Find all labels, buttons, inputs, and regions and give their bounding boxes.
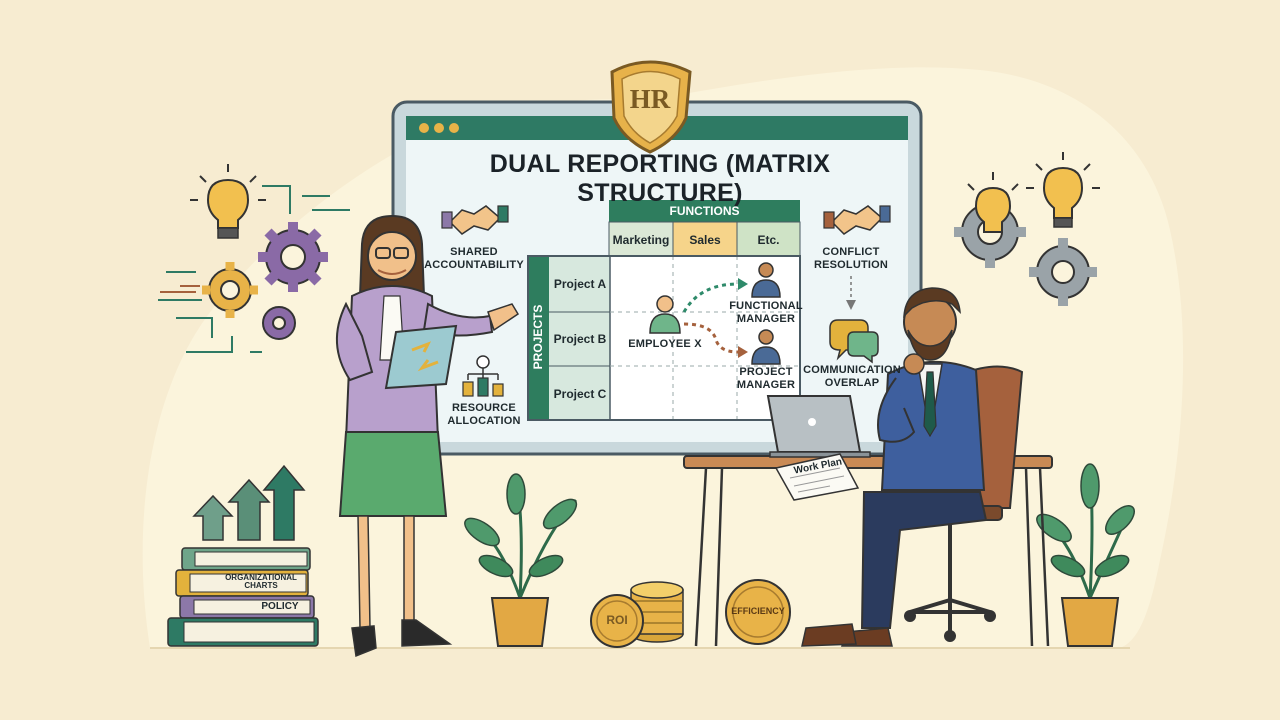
growth-arrows-icon	[192, 464, 306, 541]
project-a-label: Project A	[553, 277, 607, 291]
lightbulb-icon	[967, 172, 1019, 233]
roi-coin-icon	[590, 594, 644, 648]
resource-allocation-icon	[462, 355, 504, 397]
function-etc: Etc.	[757, 233, 780, 247]
efficiency-coin-label: EFFICIENCY	[731, 606, 785, 616]
project-b-label: Project B	[553, 332, 607, 346]
function-marketing: Marketing	[612, 233, 670, 247]
project-arrowhead-icon	[738, 346, 748, 358]
gear-icon	[262, 306, 296, 340]
slide-title: DUAL REPORTING (MATRIX STRUCTURE)	[489, 150, 831, 207]
laptop-icon	[766, 395, 871, 458]
window-dot-icon	[419, 123, 429, 133]
window-dot-icon	[449, 123, 459, 133]
functional-arrow	[682, 282, 739, 313]
communication-overlap-label: COMMUNICATION OVERLAP	[803, 364, 901, 389]
function-sales: Sales	[689, 233, 721, 247]
book-policy-label: POLICY	[261, 601, 299, 612]
work-plan-document-icon	[774, 453, 860, 501]
resource-allocation-label: RESOURCE ALLOCATION	[447, 402, 521, 427]
project-c-label: Project C	[553, 387, 607, 401]
plant-icon	[464, 473, 578, 647]
book-stack	[167, 547, 319, 647]
project-arrow	[683, 322, 739, 354]
employee-label: EMPLOYEE X	[628, 338, 702, 350]
circuit-lines-icon	[160, 285, 200, 293]
functional-manager-label: FUNCTIONAL MANAGER	[729, 300, 803, 325]
hr-shield-icon	[610, 60, 692, 154]
efficiency-coin-icon	[725, 579, 791, 645]
project-manager-icon	[751, 329, 781, 365]
handshake-icon	[441, 205, 509, 235]
circuit-lines-icon	[158, 185, 350, 353]
gear-icon	[258, 222, 328, 292]
plant-icon	[1036, 463, 1135, 647]
shared-accountability-label: SHARED ACCOUNTABILITY	[424, 246, 524, 271]
functions-header: FUNCTIONS	[669, 204, 740, 218]
handshake-icon	[823, 205, 891, 235]
down-arrowhead-icon	[846, 300, 856, 310]
employee-icon	[649, 295, 681, 334]
project-manager-label: PROJECT MANAGER	[736, 366, 796, 391]
man-figure	[801, 287, 988, 647]
woman-figure	[336, 214, 520, 658]
book-org-charts-label: ORGANIZATIONAL CHARTS	[225, 573, 297, 591]
hr-emblem-label: HR	[629, 84, 671, 114]
roi-coin-label: ROI	[606, 613, 628, 627]
conflict-resolution-label: CONFLICT RESOLUTION	[813, 246, 889, 271]
lightbulb-icon	[190, 164, 266, 239]
functional-manager-icon	[751, 262, 781, 298]
functional-arrowhead-icon	[738, 278, 748, 290]
chat-bubbles-icon	[829, 319, 879, 364]
gear-icon	[202, 262, 258, 318]
gear-icon	[1029, 238, 1097, 306]
window-dot-icon	[434, 123, 444, 133]
lightbulb-icon	[1026, 152, 1100, 228]
